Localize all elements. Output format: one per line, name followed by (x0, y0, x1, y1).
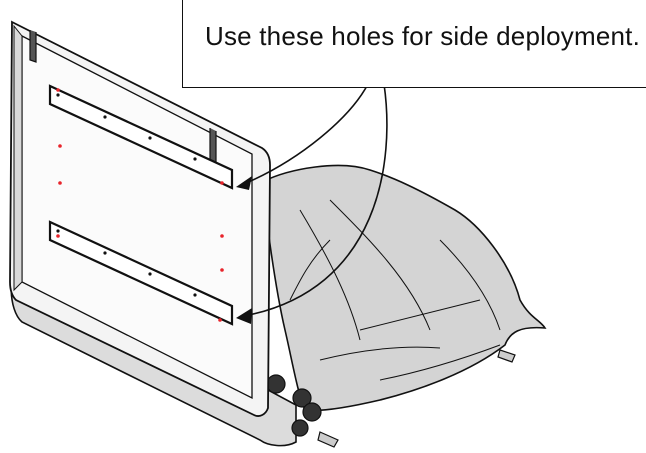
bracket-lower (48, 220, 234, 326)
callout-pointer (243, 83, 388, 317)
bracket-screws (56, 93, 197, 297)
fabric-fold (289, 239, 331, 301)
foot-clip (497, 349, 516, 363)
fabric-fold (329, 199, 431, 331)
callout-box: Use these holes for side deployment. (182, 0, 646, 88)
bracket-upper (48, 84, 234, 190)
knob (292, 388, 312, 408)
foot-clip (317, 431, 339, 448)
fabric-cover (261, 164, 547, 412)
fabric-fold (439, 239, 501, 331)
fabric-fold (319, 346, 441, 361)
side-deployment-holes (56, 88, 224, 322)
fabric-fold (299, 209, 361, 341)
knob (266, 374, 286, 394)
hinge-strip (13, 24, 23, 292)
callout-pointer (243, 83, 369, 185)
callout-text: Use these holes for side deployment. (205, 21, 640, 51)
knob (302, 402, 322, 422)
knob (291, 419, 309, 437)
fabric-fold (379, 344, 501, 381)
fabric-fold (359, 299, 481, 331)
arrowhead (236, 176, 252, 190)
arrowhead (236, 308, 252, 324)
handle (29, 30, 37, 63)
